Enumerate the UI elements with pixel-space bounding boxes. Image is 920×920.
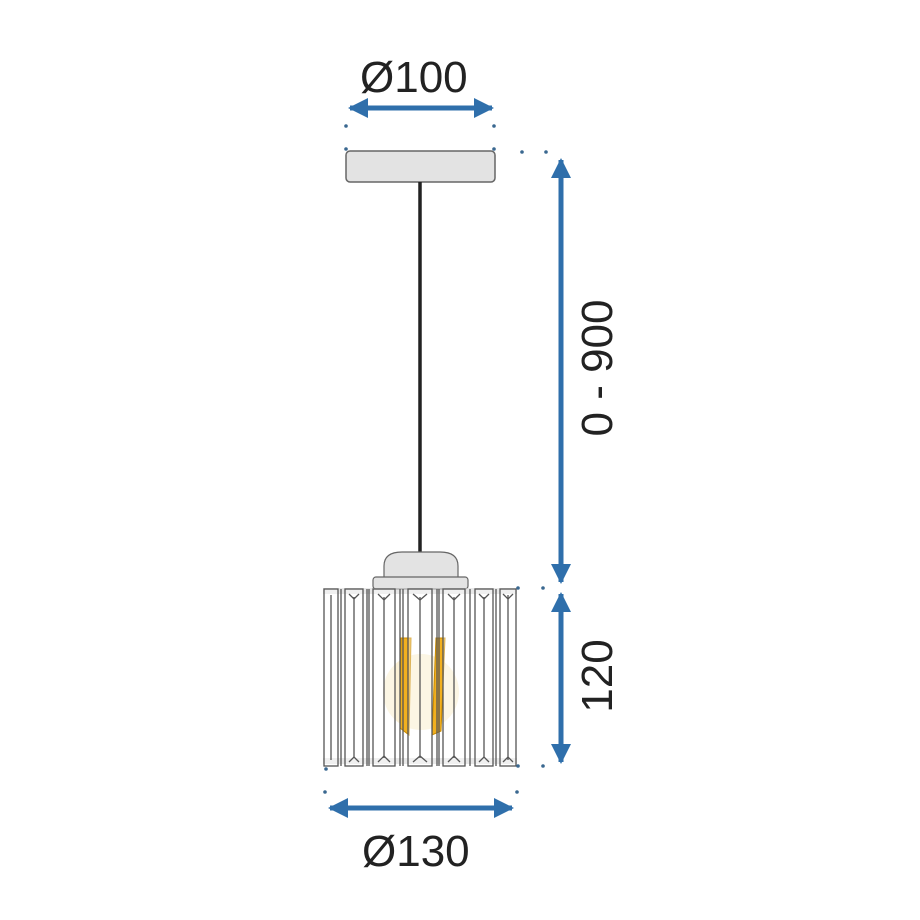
canopy-diameter-arrow bbox=[344, 98, 496, 128]
shade-height-label: 120 bbox=[573, 639, 622, 713]
glass-prism-shade bbox=[323, 588, 517, 767]
shade-diameter-arrow bbox=[323, 790, 519, 818]
shade-diameter-label: Ø130 bbox=[362, 827, 470, 876]
cable-drop-label: 0 - 900 bbox=[573, 299, 622, 437]
lamp-holder bbox=[372, 551, 469, 590]
canopy-diameter-label: Ø100 bbox=[360, 53, 468, 102]
ceiling-canopy bbox=[344, 147, 548, 183]
